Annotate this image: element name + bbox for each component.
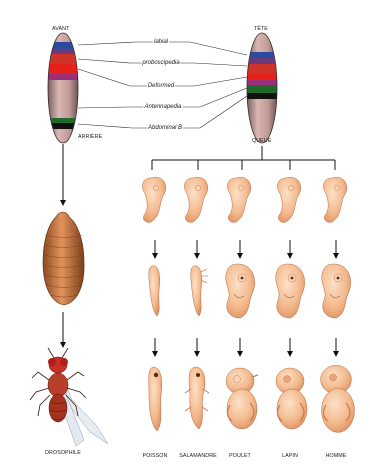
embryo-salamander-stage-1 [184, 177, 207, 222]
gene-label-abdominal-b: Abdominal B [147, 125, 183, 132]
embryo-human-stage-3 [321, 365, 355, 432]
drosophila-fly [30, 348, 108, 446]
embryo-rabbit-stage-2 [276, 264, 305, 318]
gene-link-abdominal-b [78, 96, 247, 128]
front-label: AVANT [52, 26, 69, 33]
embryo-salamander-stage-2 [191, 266, 208, 316]
drosophila-label: DROSOPHILE [45, 450, 81, 457]
species-label-salamander: SALAMANDRE [179, 453, 217, 460]
gene-label-antennapedia: Antennapedia [143, 104, 182, 111]
gene-label-proboscipedia: proboscipedia [141, 60, 180, 67]
embryo-chicken-stage-2 [226, 264, 255, 318]
species-label-chicken: POULET [229, 453, 251, 460]
vertebrate-embryo-schematic [244, 33, 280, 143]
embryo-fish-stage-1 [142, 177, 165, 222]
tail-label: QUEUE [252, 138, 271, 145]
embryo-human-stage-2 [322, 264, 351, 318]
embryo-rabbit-stage-1 [277, 177, 300, 222]
abdominal-b-band-left [45, 123, 81, 129]
embryo-fish-stage-2 [149, 266, 160, 316]
rear-label: ARRIÈRE [78, 134, 102, 141]
species-label-rabbit: LAPIN [282, 453, 298, 460]
drosophila-embryo [45, 33, 81, 143]
embryo-chicken-stage-1 [227, 177, 250, 222]
comparison-tree [152, 146, 335, 170]
species-label-fish: POISSON [143, 453, 168, 460]
embryo-human-stage-1 [323, 177, 346, 222]
head-label: TÊTE [254, 26, 268, 33]
labial-band-left [45, 42, 81, 49]
species-label-human: HOMME [326, 453, 347, 460]
deformed-band-left [45, 64, 81, 74]
embryo-comparison-grid [142, 177, 354, 432]
embryo-chicken-stage-3 [226, 368, 258, 429]
embryo-salamander-stage-3 [185, 367, 209, 429]
pupa [43, 212, 84, 305]
gene-label-labial: labial [153, 39, 169, 46]
gene-label-deformed: Deformed [147, 83, 175, 90]
embryo-fish-stage-3 [149, 367, 162, 431]
embryo-rabbit-stage-3 [276, 368, 307, 429]
